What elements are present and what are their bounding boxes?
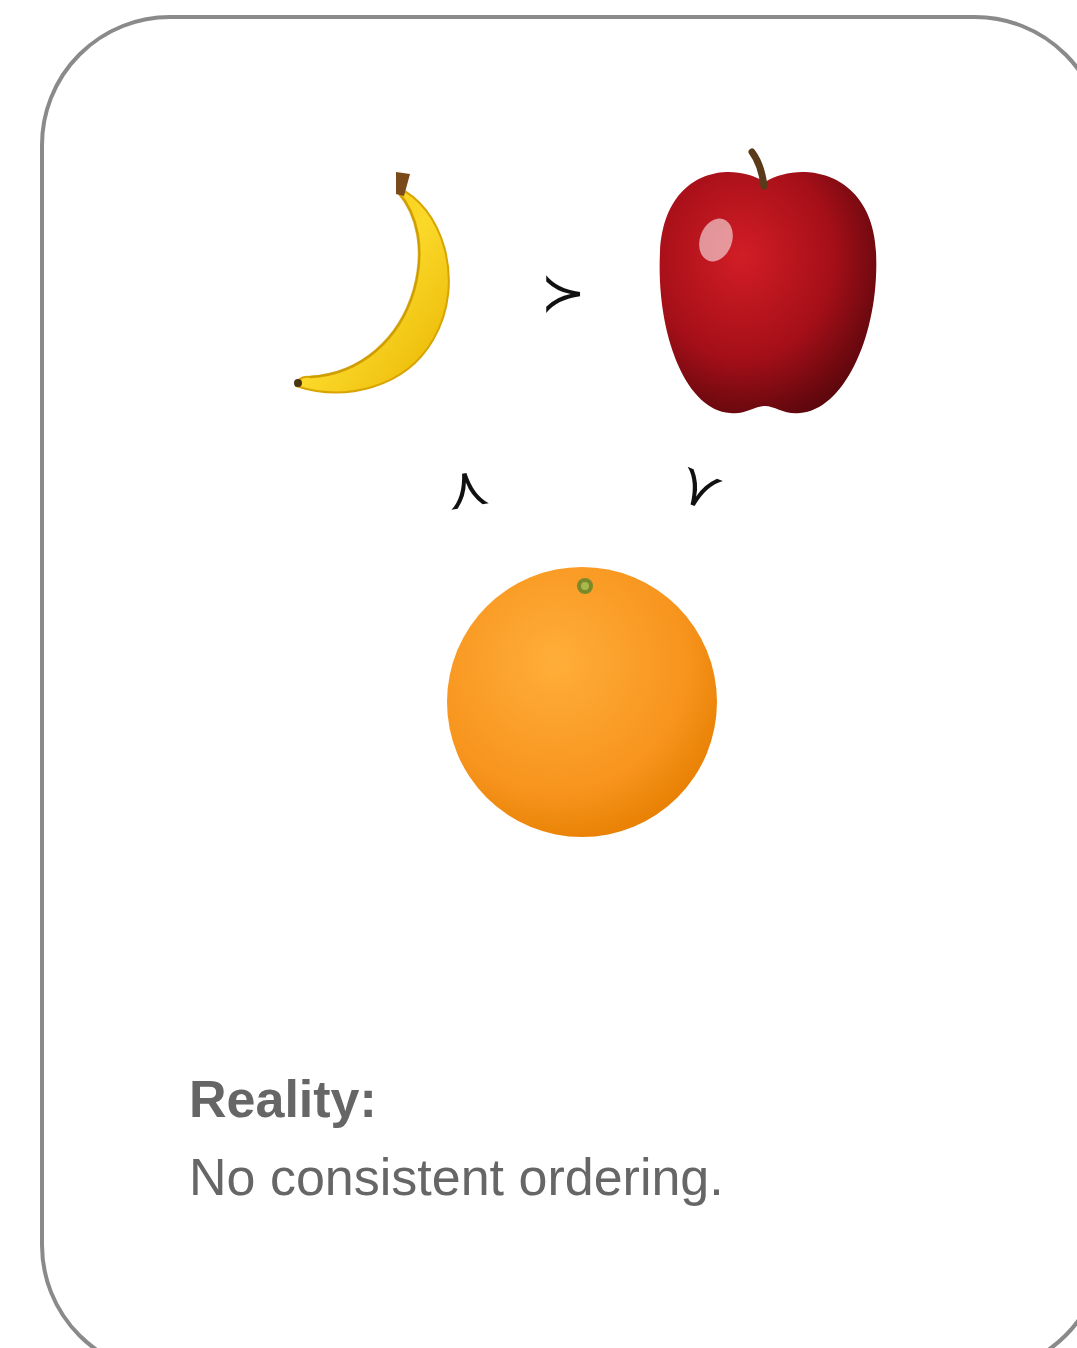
body-text: No consistent ordering. xyxy=(189,1147,724,1207)
card-panel: Reality: No consistent ordering. xyxy=(40,15,1077,1348)
orange xyxy=(447,567,717,837)
preference-symbol: ≻ xyxy=(666,459,733,521)
heading-text: Reality: xyxy=(189,1069,377,1129)
banana xyxy=(294,172,449,392)
preference-symbol: ≻ xyxy=(540,266,585,320)
preference-symbol: ≻ xyxy=(435,463,496,517)
apple xyxy=(660,152,877,413)
